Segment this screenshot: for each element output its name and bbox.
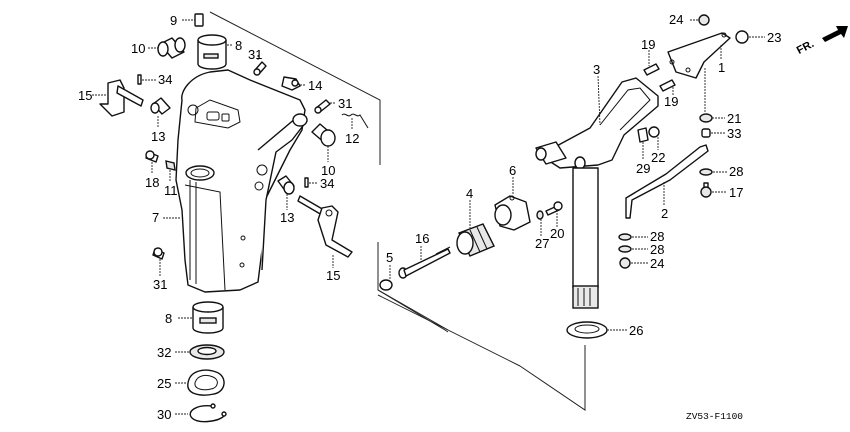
- part-1-bracket: [667, 32, 731, 79]
- callout-8-top: 8: [235, 38, 242, 53]
- callout-34-right: 34: [320, 176, 334, 191]
- part-26-thrust-washer: [566, 321, 627, 339]
- part-20-bolt: [545, 201, 563, 227]
- part-30-circlip: [175, 403, 227, 423]
- callout-4: 4: [466, 186, 473, 201]
- part-7-swivel-case: [163, 69, 308, 293]
- callout-13-right: 13: [280, 210, 294, 225]
- callout-7: 7: [152, 210, 159, 225]
- part-28-washer-bottom: [618, 245, 648, 253]
- callout-10-top: 10: [131, 41, 145, 56]
- callout-13-left: 13: [151, 129, 165, 144]
- part-28-washer-mid: [618, 233, 648, 241]
- callout-31-bottom: 31: [153, 277, 167, 292]
- part-23-cap-nut: [735, 30, 765, 44]
- callout-26: 26: [629, 323, 643, 338]
- part-8-bushing-bottom: [178, 301, 224, 334]
- callout-19-bottom: 19: [664, 94, 678, 109]
- callout-34-left: 34: [158, 72, 172, 87]
- callout-12: 12: [345, 131, 359, 146]
- callout-8-bottom: 8: [165, 311, 172, 326]
- callout-31-top: 31: [248, 47, 262, 62]
- part-21-nut: [699, 68, 725, 123]
- front-direction-arrow-icon: FR.: [795, 26, 848, 57]
- part-11-nut: [165, 160, 176, 182]
- part-6-mount-housing: [494, 177, 531, 231]
- callout-21: 21: [727, 111, 741, 126]
- callout-19-top: 19: [641, 37, 655, 52]
- part-31-grease-nipple-bottom: [152, 247, 165, 276]
- part-15-lever-left: [92, 79, 144, 117]
- callout-10-right: 10: [321, 163, 335, 178]
- part-34-pin-right: [304, 177, 318, 188]
- assembly-frame-left: [209, 11, 381, 165]
- callout-28-mid: 28: [650, 229, 664, 244]
- callout-23: 23: [767, 30, 781, 45]
- part-22-nut: [648, 126, 660, 150]
- callout-18: 18: [145, 175, 159, 190]
- part-31-grease-nipple-top: [253, 55, 267, 76]
- callout-9: 9: [170, 13, 177, 28]
- part-14-clip: [281, 76, 306, 91]
- callout-22: 22: [651, 150, 665, 165]
- callout-15-right: 15: [326, 268, 340, 283]
- callout-32: 32: [157, 345, 171, 360]
- callout-28-bottom: 28: [650, 242, 664, 257]
- part-18-bolt: [145, 150, 159, 174]
- part-31-grease-nipple-mid: [314, 99, 336, 114]
- part-8-bushing-top: [197, 34, 233, 70]
- callout-24-top: 24: [669, 12, 683, 27]
- frame-line-bottom: [377, 294, 521, 367]
- part-9-key: [182, 13, 204, 27]
- part-25-gasket: [175, 369, 225, 396]
- callout-5: 5: [386, 250, 393, 265]
- part-33-cap: [701, 128, 725, 138]
- part-13-bushing-left: [150, 97, 171, 128]
- part-12-spring: [341, 113, 369, 130]
- direction-label: FR.: [795, 38, 816, 57]
- part-13-bushing-right: [277, 175, 295, 210]
- part-19-stud-bottom: [659, 79, 676, 96]
- callout-6: 6: [509, 163, 516, 178]
- callout-31-mid: 31: [338, 96, 352, 111]
- callout-27: 27: [535, 236, 549, 251]
- steering-shaft: [572, 167, 599, 309]
- callout-17: 17: [729, 185, 743, 200]
- part-15-lever-right: [297, 195, 353, 268]
- callout-24-bottom: 24: [650, 256, 664, 271]
- assembly-frame-right: [377, 242, 586, 411]
- callout-16: 16: [415, 231, 429, 246]
- callout-29: 29: [636, 161, 650, 176]
- callout-14: 14: [308, 78, 322, 93]
- part-2-link-rod: [625, 144, 709, 219]
- callout-11: 11: [164, 183, 178, 198]
- callout-3: 3: [593, 62, 600, 77]
- part-29-plate: [637, 127, 649, 160]
- callout-28-top: 28: [729, 164, 743, 179]
- part-32-oil-seal: [175, 344, 225, 360]
- callout-33: 33: [727, 126, 741, 141]
- callout-2: 2: [661, 206, 668, 221]
- part-24-nut-bottom: [619, 257, 648, 269]
- part-10-bushing-right: [311, 123, 336, 162]
- callout-1: 1: [718, 60, 725, 75]
- drawing-code: ZV53-F1100: [686, 411, 743, 422]
- part-17-bolt: [700, 182, 727, 198]
- callout-15-left: 15: [78, 88, 92, 103]
- part-24-nut-top: [690, 14, 710, 26]
- part-4-rubber-mount: [456, 200, 495, 257]
- part-19-stud-top: [643, 50, 660, 76]
- callout-25: 25: [157, 376, 171, 391]
- callout-30: 30: [157, 407, 171, 422]
- part-5-cap: [379, 265, 393, 291]
- part-28-washer-top: [699, 168, 727, 176]
- part-3-steering-bracket: [535, 75, 659, 170]
- part-16-bolt: [398, 246, 451, 279]
- part-27-washer: [536, 210, 544, 236]
- part-10-bushing: [148, 37, 186, 59]
- part-34-pin-left: [137, 74, 156, 85]
- callout-20: 20: [550, 226, 564, 241]
